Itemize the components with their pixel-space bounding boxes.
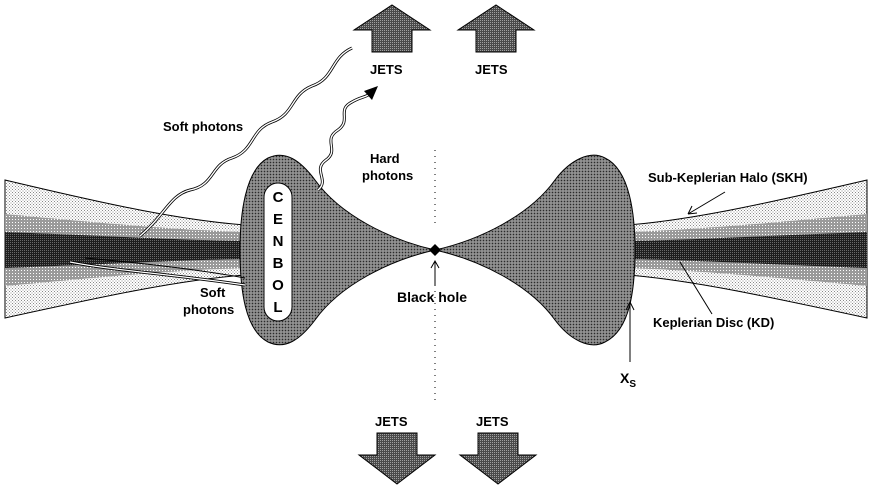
black-hole-marker [429, 244, 441, 256]
jet-bottom-right-arrow [458, 432, 538, 485]
cenbol-label: C E N B O L [272, 189, 284, 316]
cenbol-letter: L [273, 299, 282, 316]
skh-leader [687, 191, 726, 215]
soft-photons-label-bottom-line1: Soft [200, 285, 226, 300]
xs-leader [625, 300, 635, 362]
cenbol-letter: N [273, 233, 284, 250]
left-keplerian-disc [5, 232, 245, 268]
kd-leader [679, 261, 713, 315]
jets-label-bottom-left: JETS [375, 414, 408, 429]
soft-photon-path-top-inner [139, 47, 353, 237]
jet-top-right-arrow [456, 4, 536, 53]
hard-photons-label-line2: photons [362, 168, 413, 183]
kd-label: Keplerian Disc (KD) [653, 315, 774, 330]
soft-photons-label-top: Soft photons [163, 119, 243, 134]
jets-label-top-left: JETS [370, 62, 403, 77]
cenbol-letter: B [273, 255, 284, 272]
cenbol-label-box [263, 182, 293, 322]
cenbol-letter: C [273, 189, 284, 206]
soft-photon-path-bottom-2 [84, 257, 246, 279]
hard-photon-arrowhead [364, 86, 378, 100]
cenbol-letter: E [273, 211, 283, 228]
xs-label-sub: S [629, 379, 636, 390]
black-hole-arrow [430, 259, 440, 285]
right-keplerian-disc [628, 232, 867, 268]
jets-label-bottom-right: JETS [476, 414, 509, 429]
hard-photons-label-line1: Hard [370, 151, 400, 166]
soft-photon-path-bottom-1-inner [69, 261, 246, 286]
xs-label-main: X [620, 370, 630, 386]
soft-photons-label-bottom-line2: photons [183, 302, 234, 317]
hard-photon-path-inner [317, 91, 373, 191]
jets-label-top-right: JETS [475, 62, 508, 77]
skh-label: Sub-Keplerian Halo (SKH) [648, 170, 808, 185]
xs-label: XS [620, 370, 636, 390]
jet-top-left-arrow [352, 4, 432, 53]
jet-bottom-left-arrow [357, 432, 437, 485]
black-hole-label: Black hole [397, 289, 467, 305]
cenbol-letter: O [272, 277, 284, 294]
cenbol-right-lobe [434, 154, 636, 346]
